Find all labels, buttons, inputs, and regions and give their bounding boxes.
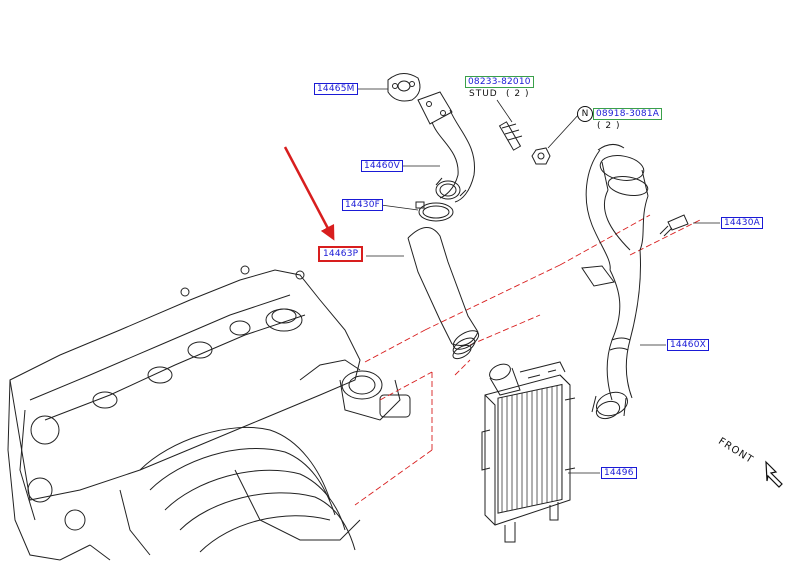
- hose-clamp-14430F: [415, 201, 454, 222]
- intercooler-outlet-pipe-14460X: [581, 144, 649, 420]
- bolt-14430A: [659, 214, 689, 237]
- intercooler-14496: [481, 361, 576, 543]
- callout-14463P-highlighted[interactable]: 14463P: [318, 246, 364, 262]
- stud-and-nut: [498, 121, 551, 165]
- engine-block: [7, 265, 411, 561]
- stud-label: STUD: [469, 89, 498, 99]
- callout-14430A[interactable]: 14430A: [721, 217, 763, 229]
- n-symbol-icon: N: [577, 106, 593, 122]
- callout-14460V[interactable]: 14460V: [361, 160, 403, 172]
- bolt-quantity: ( 2 ): [597, 121, 621, 131]
- callout-14465M[interactable]: 14465M: [314, 83, 358, 95]
- highlight-arrow: [283, 146, 335, 241]
- stud-quantity: ( 2 ): [506, 89, 530, 99]
- front-direction-arrow-icon: [765, 460, 783, 488]
- air-inlet-hose-14463P: [407, 227, 480, 360]
- callout-14430F[interactable]: 14430F: [342, 199, 384, 211]
- callout-14496[interactable]: 14496: [601, 467, 637, 479]
- callout-08918-3081A[interactable]: 08918-3081A: [593, 108, 663, 120]
- callout-leaders: [357, 88, 720, 474]
- leader-dashed-lines: [354, 214, 701, 506]
- callout-08233-82010[interactable]: 08233-82010: [465, 76, 534, 88]
- callout-14460X[interactable]: 14460X: [667, 339, 709, 351]
- turbo-outlet-pipe-14460V: [387, 73, 475, 203]
